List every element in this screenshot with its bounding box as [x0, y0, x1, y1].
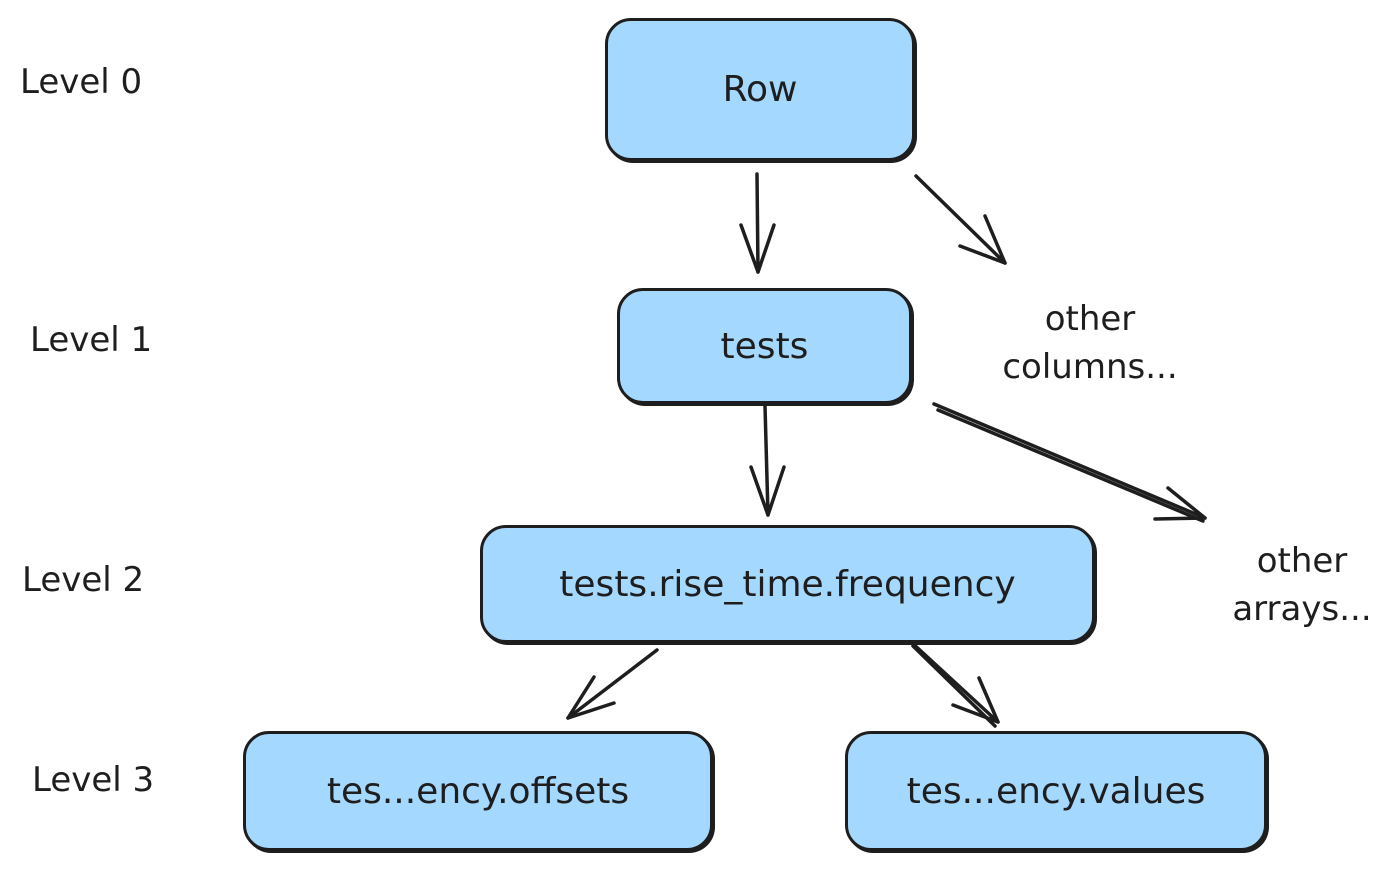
- level-2-label: Level 2: [22, 560, 145, 600]
- node-values-label: tes...ency.values: [906, 770, 1206, 812]
- node-tests-label: tests: [720, 325, 809, 367]
- arrow-row-to-other-columns: [914, 174, 1007, 265]
- node-row-label: Row: [722, 69, 798, 110]
- other-columns-note: other columns...: [1000, 295, 1180, 391]
- arrow-tests-to-frequency: [749, 404, 786, 517]
- other-arrays-line-1: other: [1256, 541, 1348, 581]
- other-arrays-note: other arrays...: [1217, 537, 1387, 633]
- node-frequency-values[interactable]: tes...ency.values: [845, 731, 1267, 851]
- other-columns-line-1: other: [1044, 299, 1136, 339]
- arrow-tests-to-other-arrays: [932, 402, 1207, 523]
- node-offsets-label: tes...ency.offsets: [326, 770, 630, 812]
- node-rise-time-frequency[interactable]: tests.rise_time.frequency: [480, 525, 1095, 643]
- level-0-label: Level 0: [20, 62, 143, 102]
- arrow-frequency-to-values: [908, 639, 1000, 728]
- node-tests[interactable]: tests: [617, 288, 912, 404]
- other-arrays-line-2: arrays...: [1232, 589, 1372, 629]
- arrow-row-to-tests: [739, 172, 776, 274]
- node-frequency-label: tests.rise_time.frequency: [559, 563, 1016, 605]
- arrow-frequency-to-offsets: [566, 648, 659, 720]
- level-1-label: Level 1: [30, 320, 153, 360]
- other-columns-line-2: columns...: [1002, 347, 1178, 387]
- node-frequency-offsets[interactable]: tes...ency.offsets: [243, 731, 713, 851]
- node-row[interactable]: Row: [605, 18, 915, 161]
- level-3-label: Level 3: [32, 760, 155, 800]
